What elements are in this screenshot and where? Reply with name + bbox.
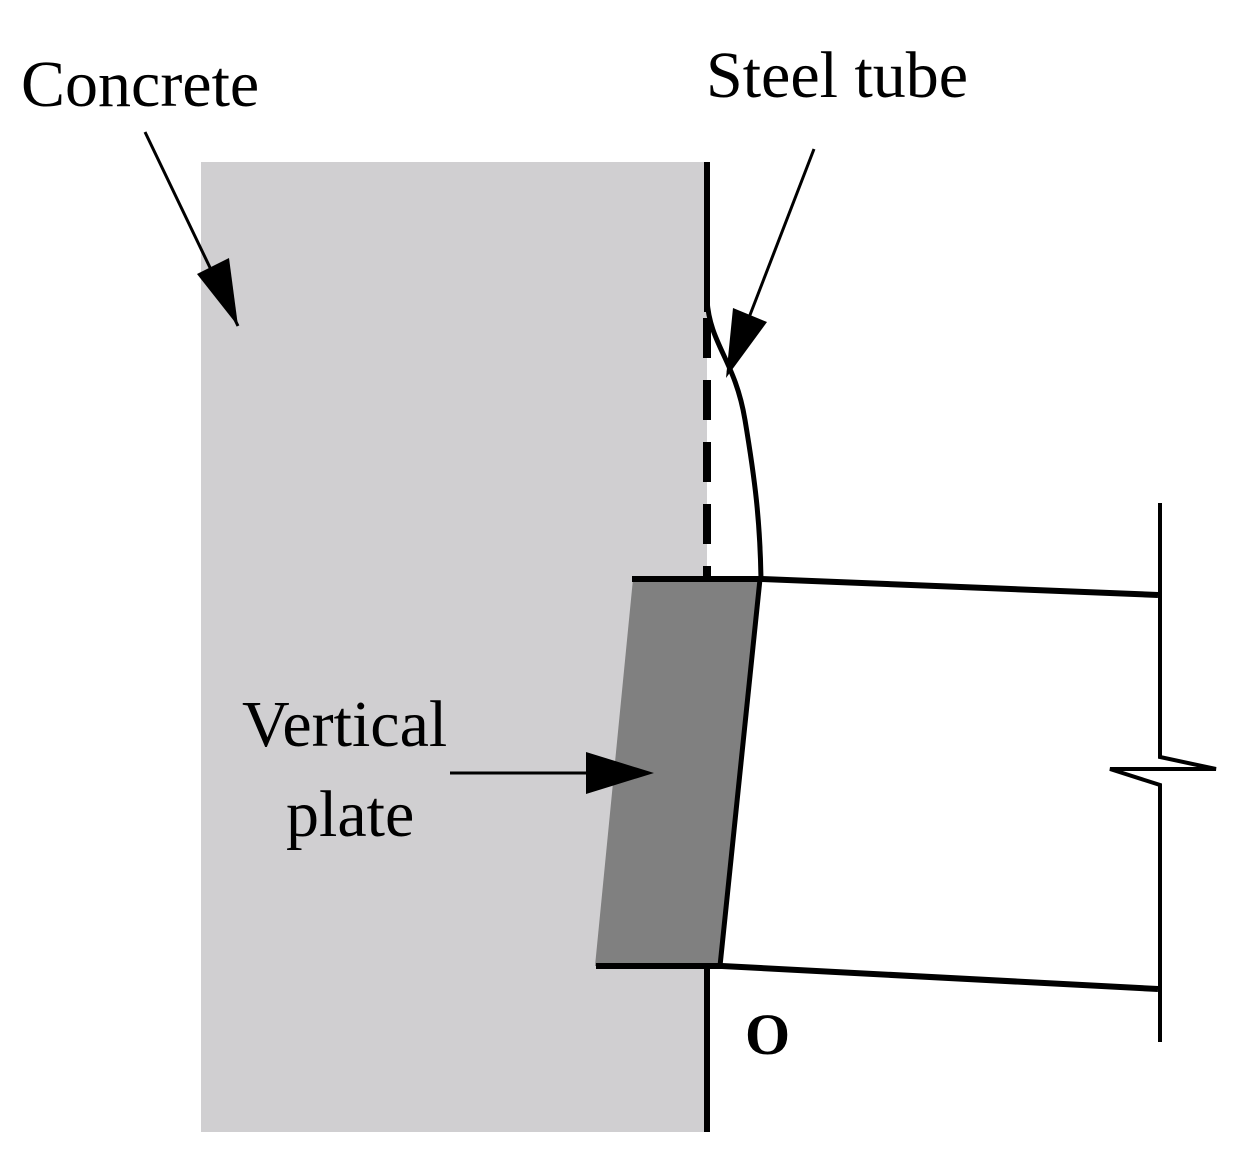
- top-beam-line: [761, 576, 1159, 598]
- concrete-label: Concrete: [21, 48, 259, 121]
- vertical-plate-label-line1: Vertical: [242, 688, 447, 761]
- vertical-plate-arrowhead: [586, 752, 654, 794]
- bottom-beam-line: [721, 963, 1159, 992]
- beam-break-line: [1109, 503, 1217, 1042]
- vertical-plate: [595, 579, 760, 966]
- vertical-plate-edge: [717, 578, 763, 967]
- origin-label: O: [745, 1002, 790, 1067]
- concrete-block: [201, 162, 707, 1132]
- steel-tube-deformed-curve: [704, 299, 764, 580]
- steel-tube-arrowhead: [726, 308, 767, 378]
- concrete-arrowhead: [197, 258, 238, 326]
- vertical-plate-label-line2: plate: [286, 778, 414, 851]
- steel-tube-label: Steel tube: [706, 39, 968, 112]
